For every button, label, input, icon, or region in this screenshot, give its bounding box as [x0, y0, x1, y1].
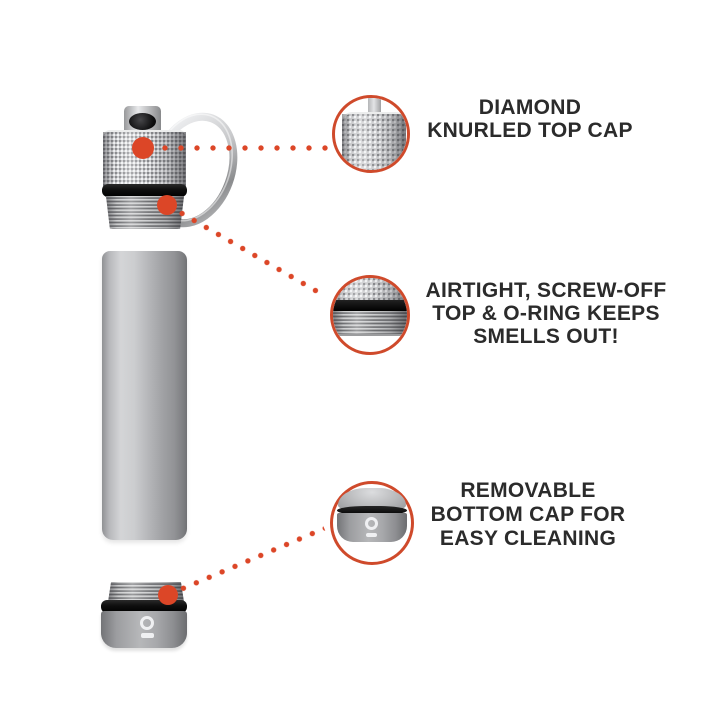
callout-cap-body — [337, 513, 407, 542]
body-tube-image — [102, 251, 187, 540]
keyring-hole — [129, 113, 156, 130]
callout-brand-logo-icon — [365, 517, 378, 530]
marker-dot-top-cap — [132, 137, 154, 159]
label-line: KNURLED TOP CAP — [427, 119, 633, 142]
label-top-cap: DIAMOND KNURLED TOP CAP — [400, 96, 660, 142]
label-line: BOTTOM CAP FOR — [430, 503, 626, 526]
callout-cap-dome — [338, 488, 406, 511]
label-line: REMOVABLE — [460, 479, 596, 502]
brand-logo-bar — [141, 633, 154, 638]
label-line: DIAMOND — [478, 96, 582, 119]
o-ring-band — [102, 184, 187, 197]
dotted-line-bottom-cap — [175, 524, 326, 595]
label-seal: AIRTIGHT, SCREW-OFF TOP & O-RING KEEPS S… — [416, 279, 676, 348]
label-line: AIRTIGHT, SCREW-OFF — [425, 279, 667, 302]
callout-seal-knurl — [333, 278, 407, 301]
callout-bottom-cap-detail — [330, 481, 414, 565]
callout-cap-band — [337, 506, 407, 515]
label-line: EASY CLEANING — [439, 527, 617, 550]
callout-brand-logo-bar — [366, 533, 377, 537]
label-line: TOP & O-RING KEEPS — [432, 302, 660, 325]
brand-logo-icon — [140, 616, 154, 630]
keyring-post — [124, 106, 161, 134]
callout-seal-o-ring — [333, 300, 407, 311]
bottom-cap-body — [101, 611, 187, 648]
callout-knurl-texture — [342, 112, 406, 170]
dotted-line-top-cap — [157, 144, 333, 152]
callout-seal-detail — [330, 275, 410, 355]
callout-seal-threads — [333, 311, 407, 334]
label-line: SMELLS OUT! — [473, 325, 619, 348]
label-bottom-cap: REMOVABLE BOTTOM CAP FOR EASY CLEANING — [398, 479, 658, 551]
callout-cap-image — [337, 488, 407, 542]
callout-knurl-detail — [332, 95, 410, 173]
callout-seal-edge — [333, 334, 407, 336]
